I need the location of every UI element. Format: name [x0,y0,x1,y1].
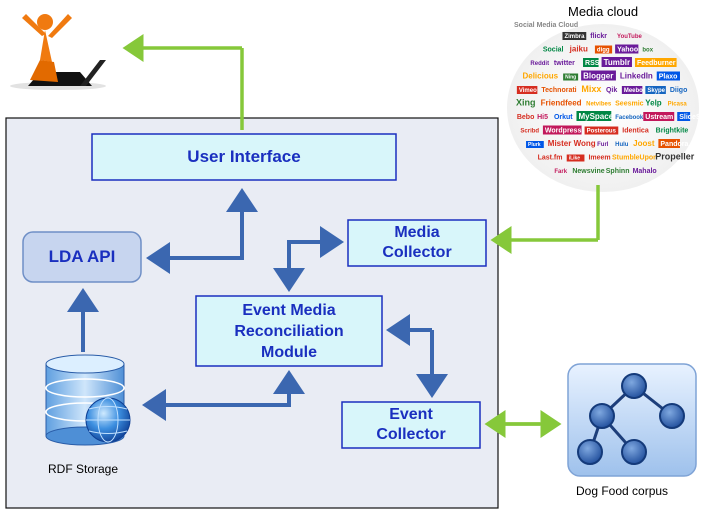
user-interface-box [91,133,397,181]
logo-tag [601,57,632,67]
media-collector-label: Media Collector [382,224,452,261]
logo-text: Picasa [668,102,688,108]
logo-text: Furl [597,142,609,148]
logo-text: Qik [606,87,617,94]
logo-text: digg [597,48,610,54]
rdf-storage-label: RDF Storage [48,462,119,476]
logo-text: Hi5 [537,114,548,121]
logo-text: LinkedIn [620,72,653,81]
logo-tag [643,112,675,121]
logo-text: Blogger [583,72,613,81]
logo-tag [516,86,538,94]
lda-api-box [22,231,142,283]
logo-text: SlideShare [679,114,703,121]
logo-tag [621,86,643,94]
logo-text: Orkut [554,114,573,121]
logo-tag [526,141,544,148]
logo-text: MySpace [578,112,613,121]
logo-text: Meebo [624,88,643,94]
media-cloud-label: Media cloud [568,4,639,19]
logo-tag [576,111,612,121]
tree-graph-icon [567,363,697,477]
logo-text: YouTube [617,34,642,40]
logo-text: flickr [590,33,607,40]
logo-text: Feedburner [637,60,676,67]
logo-text: StumbleUpon [612,155,658,162]
logo-text: Last.fm [538,155,563,162]
logo-text: Xing [516,98,536,108]
logo-text: Skype [647,88,665,94]
logo-text: Mister Wong [548,139,596,148]
event-media-reconciliation-box [195,295,383,367]
logo-text: Wordpress [545,128,582,135]
logo-text: Friendfeed [541,99,582,108]
logo-tag [634,58,677,67]
logo-text: Hulu [615,142,629,148]
logo-text: Yelp [645,99,662,108]
media-cloud-caption: Social Media Cloud [514,22,579,29]
user-interface-label: User Interface [187,147,301,166]
database-globe-icon [45,354,131,446]
event-collector-box [341,401,481,449]
logo-tag [645,86,666,94]
logo-tag [584,126,619,135]
logo-text: Brightkite [656,128,689,135]
logo-text: Seesmic [615,101,644,108]
logo-text: Sphinn [606,168,630,175]
logo-text: Ning [565,75,576,81]
logo-text: Mahalo [633,168,657,175]
logo-tag [581,70,616,81]
logo-text: Netvibes [586,102,612,108]
lda-api-label: LDA API [48,247,116,266]
person-at-laptop-icon [10,14,106,90]
event-collector-label: Event Collector [376,406,446,443]
logo-text: Scribd [520,129,539,135]
logo-text: Plaxo [659,74,678,81]
logo-tag [563,73,579,81]
logo-text: box [642,48,653,54]
logo-text: Imeem [588,155,610,162]
logo-tag [542,125,582,135]
logo-text: iLike [569,156,581,162]
event-media-reconciliation-label: Event Media Reconciliation Module [234,301,344,361]
logo-tag [583,58,599,67]
logo-tag [658,139,680,148]
dog-food-corpus-label: Dog Food corpus [576,484,669,498]
logo-text: Plurk [528,142,541,148]
logo-text: Facebook [615,115,644,121]
logo-text: Delicious [522,72,558,81]
logo-text: Posterous [587,129,617,135]
logo-text: Bebo [517,114,535,121]
logo-text: Joost [633,139,655,148]
logo-text: RSS [585,60,600,67]
logo-text: Pandora [660,141,688,148]
logo-tag [656,71,680,81]
logo-text: Mixx [581,84,601,94]
logo-text: Social [543,47,564,54]
logo-text: Fark [554,169,567,175]
logo-text: Yahoo [617,47,638,54]
logo-tag [594,45,613,54]
logo-text: Diigo [670,87,688,94]
logo-text: Propeller [655,152,695,162]
logo-text: twitter [554,60,575,67]
logo-text: Zimbra [564,34,585,40]
logo-text: jaiku [569,45,588,54]
logo-text: Ustream [645,114,673,121]
logo-tag [615,44,639,54]
logo-text: Newsvine [572,168,604,175]
logo-tag [677,112,691,121]
logo-text: Vimeo [519,88,537,94]
logo-tag [566,154,585,162]
logo-text: Tumblr [604,58,631,67]
logo-text: Reddit [530,61,549,67]
media-collector-box [347,219,487,267]
logo-tag [562,32,587,40]
logo-text: Identica [622,128,649,135]
logo-text: Technorati [541,87,576,94]
